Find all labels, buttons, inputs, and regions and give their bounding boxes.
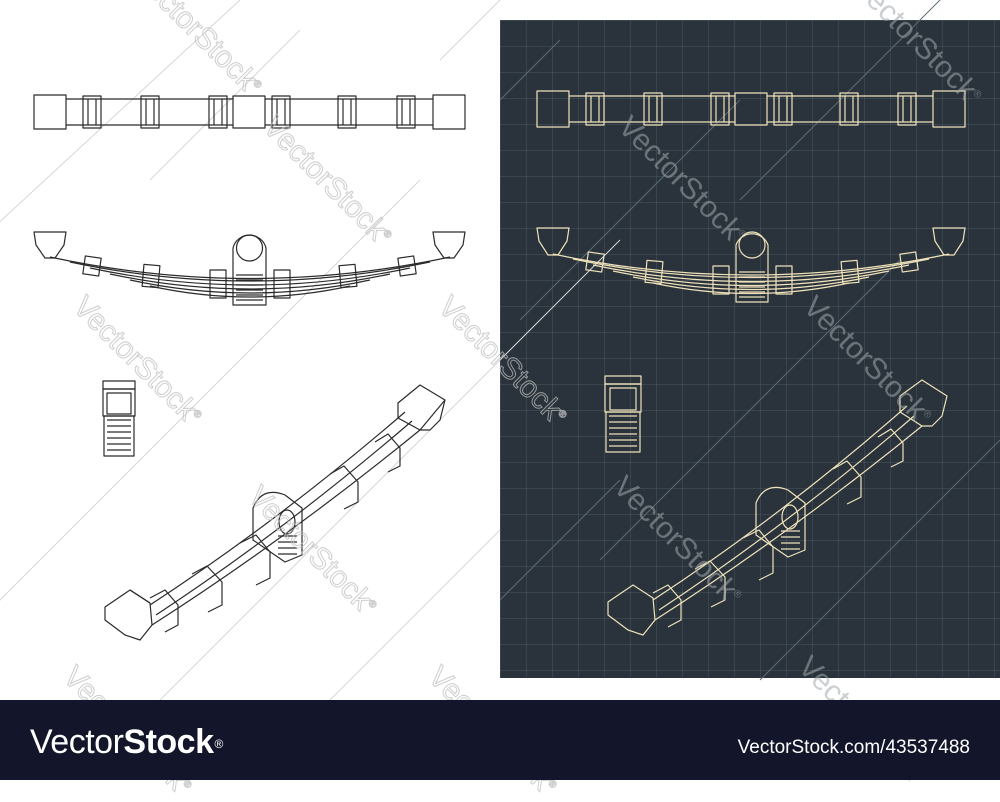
- front-view: [102, 380, 136, 457]
- light-panel-drawings: [33, 94, 466, 641]
- dark-panel-drawings: [536, 90, 966, 636]
- isometric-view: [104, 384, 446, 641]
- side-view: [33, 231, 466, 306]
- dark-blueprint-panel: [500, 20, 1000, 678]
- isometric-view: [607, 379, 948, 636]
- brand-logo[interactable]: VectorStock®: [30, 722, 223, 762]
- footer-bar: VectorStock® VectorStock.com/43537488: [0, 700, 1000, 780]
- brand-logo-bold: Stock: [123, 723, 214, 761]
- watermark-lines: [0, 0, 1000, 700]
- top-view: [33, 94, 466, 130]
- image-reference-link[interactable]: VectorStock.com/43537488: [737, 737, 970, 758]
- front-view: [604, 375, 642, 453]
- side-view: [536, 227, 966, 303]
- top-view: [536, 90, 966, 128]
- brand-logo-light: Vector: [30, 723, 124, 761]
- registered-mark: ®: [214, 737, 223, 751]
